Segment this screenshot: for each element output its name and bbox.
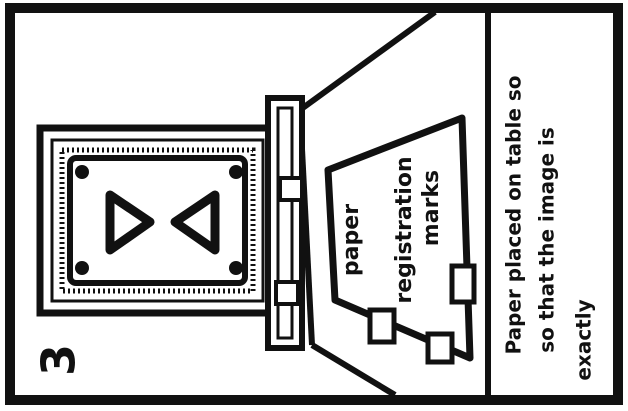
registration-mark-1 bbox=[452, 266, 474, 302]
label-registration-marks-line1: registration bbox=[392, 156, 417, 303]
label-registration-marks-line2: marks bbox=[419, 170, 444, 246]
screen-frame bbox=[40, 128, 275, 313]
registration-mark-2 bbox=[370, 310, 394, 342]
caption-line-1: Paper placed on table so bbox=[502, 75, 526, 354]
table-edge-bottom bbox=[312, 345, 395, 395]
step-number: 3 bbox=[32, 344, 86, 376]
caption-line-3: exactly bbox=[572, 299, 596, 380]
caption-line-2: so that the image is bbox=[535, 127, 559, 353]
table-edge-top bbox=[300, 12, 435, 110]
label-paper: paper bbox=[339, 204, 364, 276]
registration-mark-3 bbox=[428, 334, 452, 362]
hinge-bar bbox=[268, 98, 302, 348]
